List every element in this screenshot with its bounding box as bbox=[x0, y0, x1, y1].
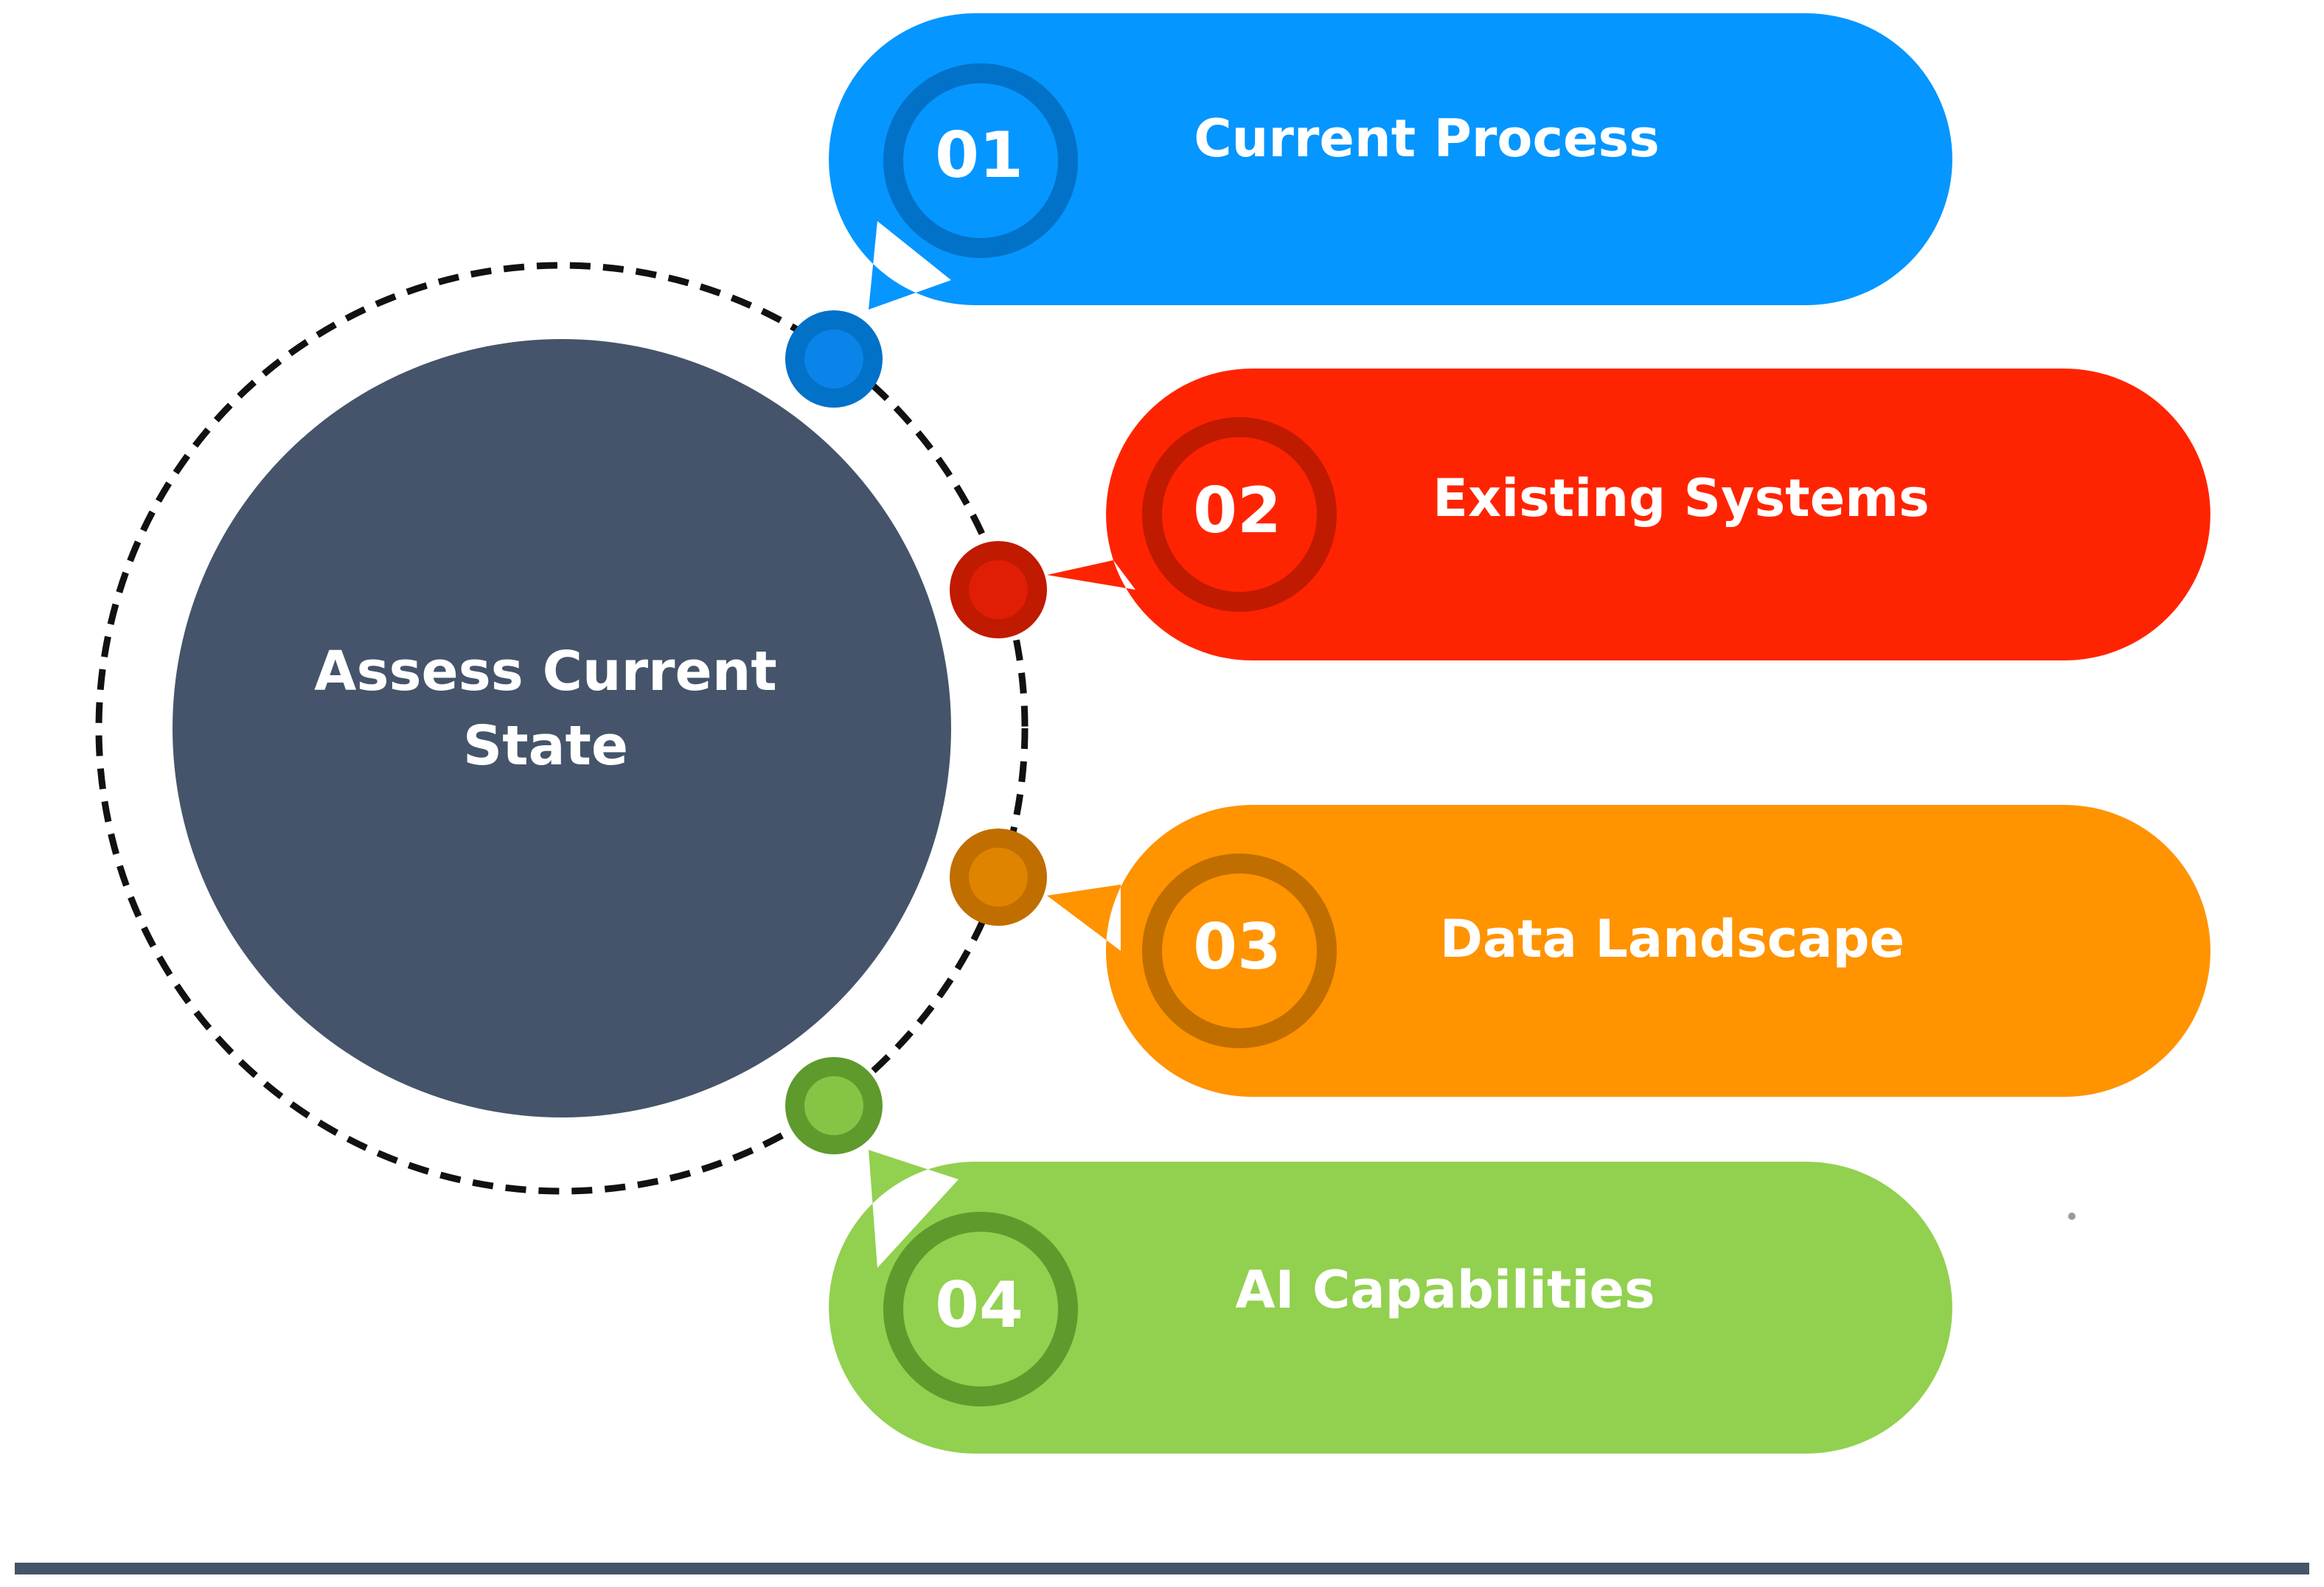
center-title-line1: Assess Current bbox=[314, 640, 777, 703]
step-03: 03 Data Landscape bbox=[950, 805, 2210, 1097]
footer-rule bbox=[15, 1563, 2309, 1574]
step-04-connector-dot-inner bbox=[804, 1076, 863, 1135]
step-04-number: 04 bbox=[935, 1269, 1023, 1342]
step-04: 04 AI Capabilities bbox=[785, 1057, 1952, 1454]
dashed-orbit-ring bbox=[95, 262, 1029, 1195]
step-01-number-circle bbox=[896, 76, 1065, 245]
step-02: 02 Existing Systems bbox=[950, 369, 2210, 660]
step-04-number-circle bbox=[896, 1224, 1065, 1394]
step-04-bubble bbox=[829, 1150, 1952, 1454]
step-03-number: 03 bbox=[1193, 910, 1281, 984]
step-01-label: Current Process bbox=[1194, 108, 1660, 169]
step-01-number: 01 bbox=[935, 119, 1023, 192]
decorative-dot bbox=[2068, 1213, 2076, 1220]
step-02-number: 02 bbox=[1193, 474, 1281, 548]
step-03-bubble bbox=[1047, 805, 2210, 1097]
center-title-line2: State bbox=[463, 714, 628, 778]
step-02-number-circle bbox=[1155, 430, 1324, 599]
step-02-bubble bbox=[1047, 369, 2210, 660]
step-04-label: AI Capabilities bbox=[1235, 1260, 1655, 1320]
step-03-label: Data Landscape bbox=[1440, 909, 1904, 969]
step-01-connector-dot-inner bbox=[804, 329, 863, 388]
step-03-number-circle bbox=[1155, 866, 1324, 1036]
step-01-bubble bbox=[829, 13, 1952, 310]
center-circle bbox=[173, 339, 951, 1117]
step-02-connector-dot-inner bbox=[969, 560, 1028, 619]
step-01: 01 Current Process bbox=[785, 13, 1952, 408]
step-03-connector-dot-inner bbox=[969, 848, 1028, 907]
step-02-label: Existing Systems bbox=[1433, 468, 1930, 529]
